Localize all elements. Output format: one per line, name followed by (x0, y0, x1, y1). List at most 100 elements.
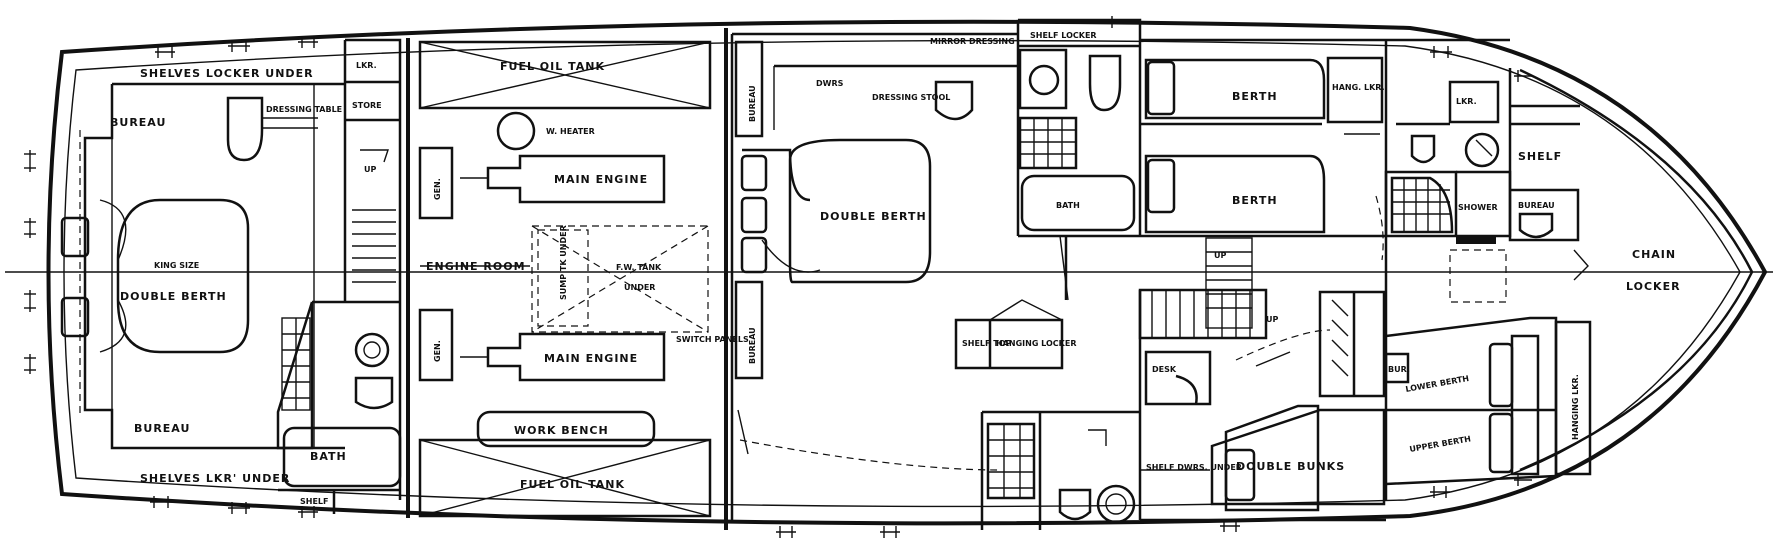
shower-tile-grid (1390, 176, 1454, 234)
label-shelf-top: SHELF TOP (962, 339, 1012, 348)
hanging-locker-master (954, 318, 1064, 370)
sump-tank (537, 229, 589, 327)
label-shelf-dwrs-under: SHELF DWRS. UNDER (1146, 463, 1242, 472)
label-sump-tk-under: SUMP TK UNDER (559, 225, 568, 300)
label-bureau-master-top: BUREAU (748, 85, 757, 122)
pillow-icon (740, 236, 768, 274)
hanging-locker (1326, 56, 1384, 124)
cleat-icon (24, 290, 36, 312)
mid-stateroom (730, 32, 1069, 520)
label-w-heater: W. HEATER (546, 127, 595, 136)
cleat-icon (298, 36, 318, 48)
berth-upper-outline (1144, 58, 1326, 120)
label-king-size: KING SIZE (154, 261, 199, 270)
forward-head (1384, 38, 1589, 500)
generator-top (418, 146, 454, 220)
label-hang-lkr: HANG. LKR. (1332, 83, 1385, 92)
main-engine-top (486, 154, 666, 204)
label-bureau-fwd: BUREAU (1518, 201, 1555, 210)
chain-locker-hatch (1449, 249, 1507, 303)
label-chain: CHAIN (1632, 248, 1676, 261)
water-heater-icon (496, 111, 536, 151)
hanging-lkr-fwd (1554, 320, 1592, 476)
label-switch-panels: SWITCH PANELS (676, 335, 749, 344)
cleat-icon (1220, 520, 1240, 532)
sink-icon (1096, 484, 1136, 524)
toilet-icon (1088, 54, 1122, 112)
label-fw-tank-under: UNDER (624, 283, 655, 292)
cleat-icon (1514, 474, 1532, 486)
port-head (980, 410, 1140, 530)
label-mirror-dressing: MIRROR DRESSING (930, 37, 1015, 46)
label-work-bench: WORK BENCH (514, 424, 609, 437)
work-bench (476, 410, 656, 448)
sink-cabinet (1018, 48, 1068, 110)
bulkhead-fitting (1456, 236, 1496, 244)
label-bur: BUR. (1388, 365, 1410, 374)
bow-inner-line (1519, 68, 1754, 472)
cleat-icon (228, 40, 250, 52)
label-berth-upper: BERTH (1232, 90, 1278, 103)
cleat-icon (228, 502, 250, 514)
label-double-berth-aft: DOUBLE BERTH (120, 290, 227, 303)
label-fuel-oil-tank-bottom: FUEL OIL TANK (520, 478, 625, 491)
master-head (1016, 18, 1142, 238)
toilet-icon (354, 376, 394, 410)
label-bureau-bottom: BUREAU (134, 422, 190, 435)
cleat-icon (1514, 70, 1532, 82)
label-gen-top: GEN. (433, 178, 442, 200)
label-bath-aft: BATH (310, 450, 347, 463)
label-lower-berth: LOWER BERTH (1405, 374, 1470, 394)
labels: SHELVES LOCKER UNDER SHELVES LKR' UNDER … (110, 31, 1681, 506)
bur-locker (1384, 352, 1410, 384)
label-store: STORE (352, 101, 382, 110)
central-stair (1064, 236, 1386, 522)
label-double-bunks: DOUBLE BUNKS (1236, 460, 1345, 473)
port-cabin (1140, 290, 1386, 512)
sink-icon (1028, 64, 1060, 96)
bathtub-icon (1020, 174, 1136, 232)
sink-icon (354, 332, 390, 368)
generator-bottom (418, 308, 454, 382)
label-main-engine-top: MAIN ENGINE (554, 173, 648, 186)
label-shower-fwd: SHOWER (1458, 203, 1498, 212)
pillow-icon (740, 154, 768, 192)
label-lkr: LKR. (356, 61, 377, 70)
forward-vberth (1384, 316, 1592, 486)
pillow-icon (60, 296, 90, 338)
pillow-icon (1488, 342, 1514, 408)
cleat-icon (24, 150, 36, 172)
cleat-icon (298, 506, 318, 518)
label-shelf-aft: SHELF (300, 497, 328, 506)
stair-lower (1138, 288, 1268, 340)
cleat-icon (880, 526, 900, 538)
bureau-top (734, 40, 764, 138)
label-shelf-fwd: SHELF (1518, 150, 1562, 163)
label-hanging-lkr-fwd: HANGING LKR. (1571, 374, 1580, 440)
label-locker: LOCKER (1626, 280, 1681, 293)
label-shelves-locker-under: SHELVES LOCKER UNDER (140, 67, 314, 80)
fuel-tank-bottom (418, 438, 712, 518)
double-bunks-outline (1210, 408, 1386, 506)
label-shelf-locker: SHELF LOCKER (1030, 31, 1097, 40)
label-dwrs: DWRS (816, 79, 844, 88)
label-fw-tank: F.W. TANK (616, 263, 662, 272)
cleat-icon (150, 496, 172, 508)
toilet-icon (1058, 488, 1092, 521)
cleat-icon (1430, 46, 1452, 58)
label-desk: DESK (1152, 365, 1177, 374)
cleat-icon (776, 526, 796, 538)
dressing-stool-icon (226, 96, 264, 162)
cleat-icon (155, 46, 175, 58)
hanging-rod-locker (1318, 290, 1386, 398)
bathtub-icon (282, 426, 402, 488)
pillow-icon (1488, 412, 1514, 474)
main-engine-bottom (486, 332, 666, 382)
king-berth-outline (116, 198, 250, 354)
berth-headboard (1510, 334, 1540, 476)
guest-cabin (1140, 38, 1386, 261)
cleat-icon (1430, 486, 1450, 498)
shower-tile-grid (986, 422, 1036, 500)
aft-stair-block (276, 38, 402, 514)
